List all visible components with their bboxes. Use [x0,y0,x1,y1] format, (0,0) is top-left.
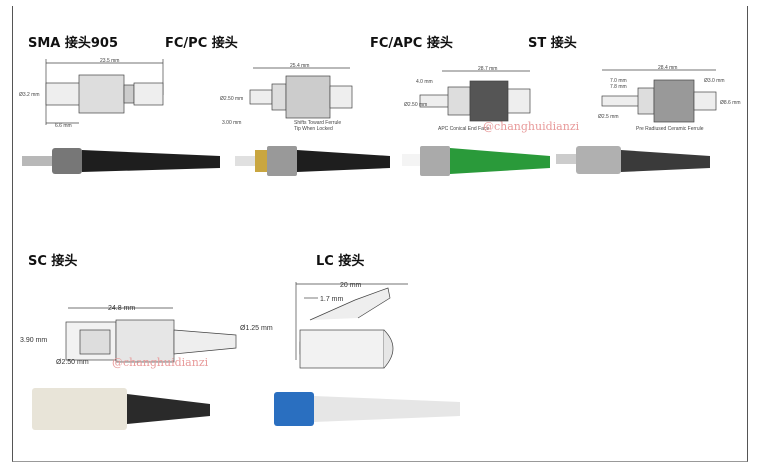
sc-drawing: 24.8 mm 3.90 mm Ø2.50 mm [20,305,237,366]
fcapc-drawing: 28.7 mm 4.0 mm Ø2.50 mm APC Conical End … [404,66,531,132]
lc-dia: Ø1.25 mm [240,325,273,332]
fcpc-length: 25.4 mm [290,63,309,69]
fcapc-length: 28.7 mm [478,66,497,72]
watermark-bottom: @changhuidianzi [112,356,209,369]
st-note: Pre Radiused Ceramic Ferrule [636,126,704,132]
fcapc-photo [402,146,550,176]
sma-dia: Ø3.2 mm [19,92,40,98]
lc-length: 20 mm [340,282,362,289]
lc-photo [274,392,460,426]
lc-tip: 1.7 mm [320,296,344,303]
st-dia-small: Ø3.0 mm [704,78,725,84]
st-a: 7.0 mm [610,78,627,84]
fcpc-photo [235,146,390,176]
st-ferrule: Ø2.5 mm [598,114,619,120]
fcapc-note: APC Conical End Face [438,126,489,132]
fcpc-dia: Ø2.50 mm [220,96,243,102]
fcpc-tip: 3.00 mm [222,120,241,126]
sma-drawing: 23.5 mm Ø3.2 mm 6.6 mm [19,58,164,129]
lc-drawing: 20 mm 1.7 mm Ø1.25 mm [240,282,408,369]
title-lc: LC 接头 [316,254,365,269]
st-drawing: 28.4 mm 7.0 mm 7.8 mm Ø3.0 mm Ø8.6 mm Ø2… [598,65,741,132]
title-fcapc: FC/APC 接头 [370,36,453,51]
st-b: 7.8 mm [610,84,627,90]
fcapc-tip: 4.0 mm [416,79,433,85]
sc-length: 24.8 mm [108,305,135,312]
connector-photos-row1 [22,146,710,176]
sma-tip: 6.6 mm [55,123,72,129]
fcpc-note1: Shifts Toward Ferrule [294,120,341,126]
sma-length: 23.5 mm [100,58,119,64]
sc-dia: Ø2.50 mm [56,359,89,366]
title-fcpc: FC/PC 接头 [165,36,238,51]
sc-photo [32,388,210,430]
watermark-top: @changhuidianzi [483,120,580,133]
sc-height: 3.90 mm [20,337,47,344]
title-sma: SMA 接头905 [28,36,119,51]
title-st: ST 接头 [528,36,577,51]
sma-photo [22,148,220,174]
st-photo [556,146,710,174]
page-frame [12,6,748,462]
st-dia-large: Ø8.6 mm [720,100,741,106]
connector-photos-row2 [32,388,460,430]
fcpc-drawing: 25.4 mm Ø2.50 mm 3.00 mm Shifts Toward F… [220,63,353,132]
st-length: 28.4 mm [658,65,677,71]
fcapc-dia: Ø2.50 mm [404,102,427,108]
title-sc: SC 接头 [28,254,78,269]
fcpc-note2: Tip When Locked [294,126,333,132]
